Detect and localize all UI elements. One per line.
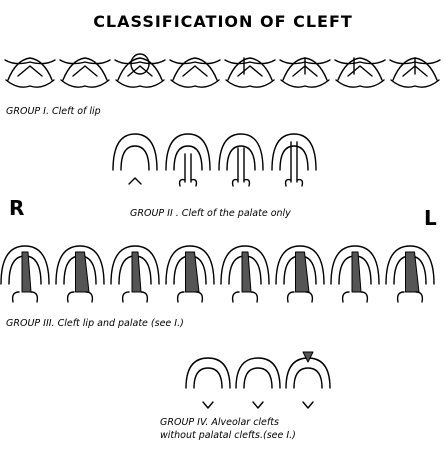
- cleft-lip-palate-figure-2: [56, 246, 104, 302]
- lip-figure-5: [225, 58, 275, 87]
- lip-figure-2: [60, 58, 110, 87]
- right-side-label: R: [9, 196, 24, 220]
- palate-figure-4: [272, 134, 316, 186]
- cleft-lip-palate-figure-7: [331, 246, 379, 302]
- alveolar-figure-2: [236, 358, 280, 408]
- group-4-caption-line1: GROUP IV. Alveolar clefts: [160, 417, 279, 428]
- lip-figure-6: [280, 58, 330, 87]
- cleft-lip-palate-figure-4: [166, 246, 214, 302]
- cleft-lip-palate-figure-8: [386, 246, 434, 302]
- cleft-lip-palate-figure-1: [1, 246, 49, 302]
- alveolar-figure-3: [286, 352, 330, 408]
- cleft-lip-palate-figure-5: [221, 246, 269, 302]
- palate-figure-2: [166, 134, 210, 186]
- palate-figure-3: [219, 134, 263, 186]
- left-side-label: L: [424, 206, 437, 230]
- alveolar-figure-1: [186, 358, 230, 408]
- palate-figure-1: [113, 134, 157, 184]
- group-4-caption-line2: without palatal clefts.(see I.): [160, 430, 296, 441]
- group-2-caption: GROUP II . Cleft of the palate only: [130, 208, 291, 219]
- lip-figure-7: [335, 58, 385, 87]
- group-1-caption: GROUP I. Cleft of lip: [6, 106, 101, 117]
- cleft-lip-palate-figure-6: [276, 246, 324, 302]
- lip-figure-1: [5, 58, 55, 87]
- group-3-caption: GROUP III. Cleft lip and palate (see I.): [6, 318, 184, 329]
- lip-figure-4: [170, 58, 220, 87]
- lip-figure-8: [390, 58, 440, 87]
- cleft-lip-palate-figure-3: [111, 246, 159, 302]
- lip-figure-3: [115, 54, 165, 87]
